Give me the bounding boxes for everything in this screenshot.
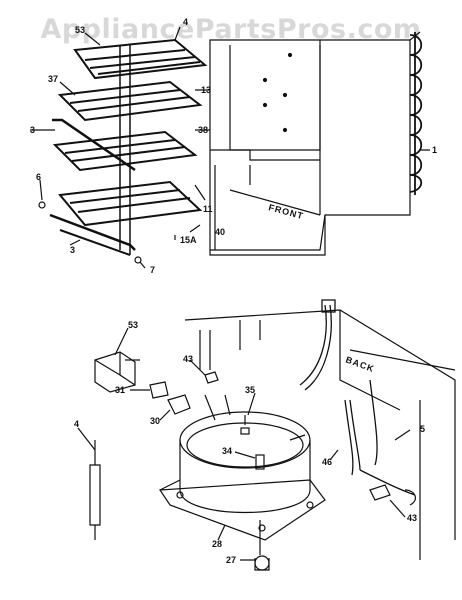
callout-53a: 53 bbox=[75, 25, 85, 35]
callout-15a: 15A bbox=[180, 235, 197, 245]
callout-46: 46 bbox=[322, 457, 332, 467]
callout-27: 27 bbox=[226, 555, 236, 565]
callout-30: 30 bbox=[150, 416, 160, 426]
callout-37: 37 bbox=[48, 74, 58, 84]
callout-31: 31 bbox=[115, 385, 125, 395]
callout-38: 38 bbox=[198, 125, 208, 135]
shelf-1 bbox=[73, 38, 208, 80]
callout-13: 13 bbox=[201, 85, 211, 95]
callout-40: 40 bbox=[215, 227, 225, 237]
callout-4a: 4 bbox=[183, 17, 188, 27]
callout-11: 11 bbox=[203, 204, 213, 214]
start-relay bbox=[94, 351, 140, 393]
callout-53b: 53 bbox=[128, 320, 138, 330]
callout-4b: 4 bbox=[74, 419, 79, 429]
shelf-4 bbox=[58, 180, 203, 227]
callout-1: 1 bbox=[432, 145, 437, 155]
callout-7: 7 bbox=[150, 265, 155, 275]
callout-43a: 43 bbox=[183, 354, 193, 364]
callout-6: 6 bbox=[36, 172, 41, 182]
back-label: BACK bbox=[344, 354, 376, 374]
callout-3a: 3 bbox=[30, 125, 35, 135]
wiring bbox=[299, 299, 416, 496]
callout-5: 5 bbox=[420, 424, 425, 434]
lower-cabinet bbox=[184, 309, 456, 560]
callout-35: 35 bbox=[245, 385, 255, 395]
condenser-coil bbox=[409, 32, 423, 195]
compressor bbox=[158, 394, 326, 555]
callout-43b: 43 bbox=[407, 513, 417, 523]
shelf-stack bbox=[38, 38, 208, 264]
shelf-2 bbox=[57, 80, 203, 122]
callout-34: 34 bbox=[222, 446, 232, 456]
filter-drier bbox=[89, 440, 101, 540]
cabinet bbox=[209, 31, 421, 256]
callout-3b: 3 bbox=[70, 245, 75, 255]
callout-28: 28 bbox=[212, 539, 222, 549]
